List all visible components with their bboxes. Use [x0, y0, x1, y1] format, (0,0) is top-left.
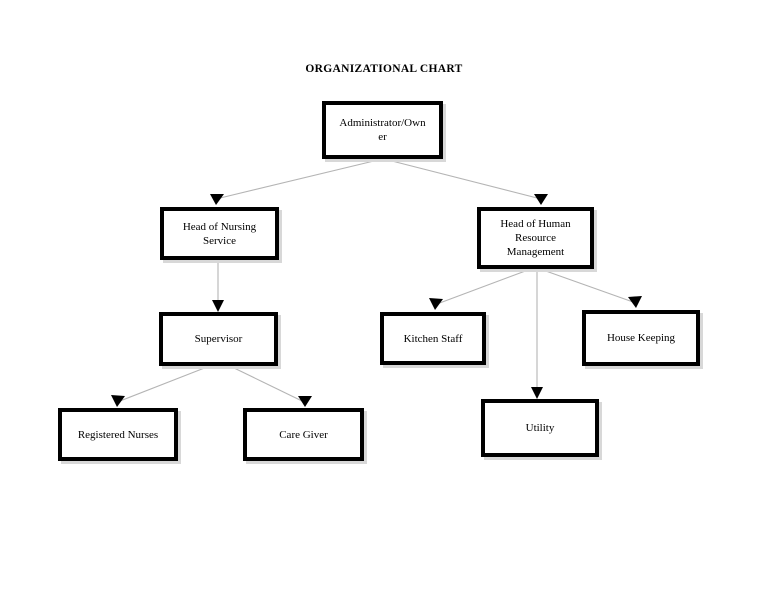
node-house-keeping[interactable]: House Keeping — [582, 310, 700, 366]
node-utility[interactable]: Utility — [481, 399, 599, 457]
node-head-of-nursing-service[interactable]: Head of Nursing Service — [160, 207, 279, 260]
node-registered-nurses-label: Registered Nurses — [77, 428, 159, 441]
node-head-of-human-resource-management-label: Head of Human Resource Management — [500, 218, 571, 258]
node-administrator[interactable]: Administrator/Own er — [322, 101, 443, 159]
edge-administrator-to-head-of-nursing-service — [210, 159, 379, 205]
node-kitchen-staff[interactable]: Kitchen Staff — [380, 312, 486, 365]
node-house-keeping-label: House Keeping — [606, 332, 676, 344]
node-kitchen-staff-label: Kitchen Staff — [403, 332, 463, 345]
edge-head-of-nursing-service-to-supervisor — [212, 261, 224, 312]
edge-head-of-human-resource-management-to-kitchen-staff — [429, 269, 529, 310]
edge-supervisor-to-care-giver — [231, 366, 312, 407]
node-supervisor[interactable]: Supervisor — [159, 312, 278, 366]
node-registered-nurses[interactable]: Registered Nurses — [58, 408, 178, 461]
edge-supervisor-to-registered-nurses — [111, 366, 208, 407]
node-care-giver[interactable]: Care Giver — [243, 408, 364, 461]
node-supervisor-label: Supervisor — [194, 333, 243, 345]
node-administrator-label: Administrator/Own er — [339, 117, 426, 143]
node-care-giver-label: Care Giver — [279, 428, 328, 441]
node-head-of-human-resource-management[interactable]: Head of Human Resource Management — [477, 207, 594, 269]
node-utility-label: Utility — [525, 422, 555, 434]
node-head-of-nursing-service-label: Head of Nursing Service — [182, 220, 257, 247]
edge-administrator-to-head-of-human-resource-management — [387, 159, 548, 205]
edge-head-of-human-resource-management-to-utility — [531, 270, 543, 399]
edge-head-of-human-resource-management-to-house-keeping — [542, 269, 642, 308]
page-title: ORGANIZATIONAL CHART — [305, 63, 463, 75]
